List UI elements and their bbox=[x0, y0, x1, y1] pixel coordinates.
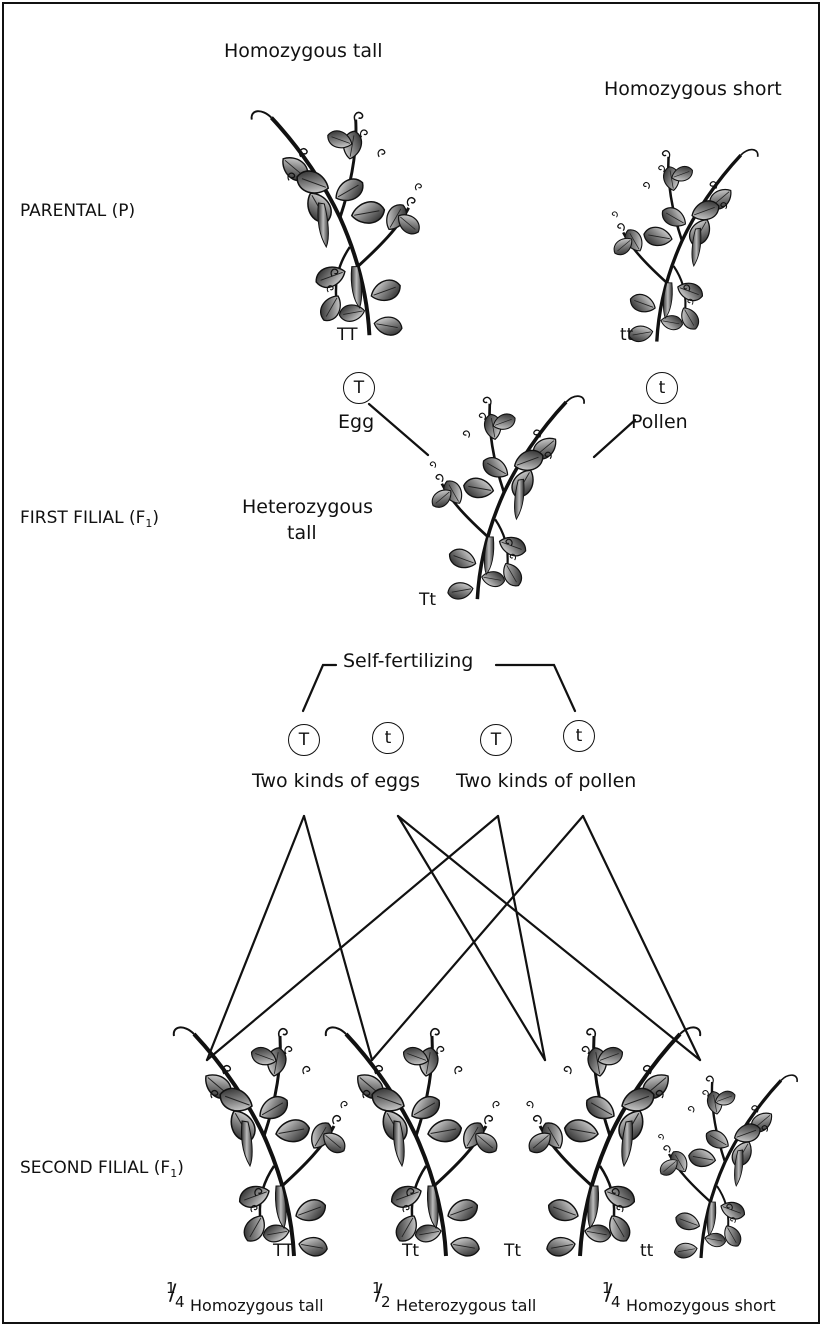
egg-T-to-TT bbox=[205, 814, 306, 1062]
short-parent-plant bbox=[592, 140, 772, 350]
parental-tall-label: Homozygous tall bbox=[224, 40, 383, 62]
f2-result-2-fraction: 1/2 bbox=[372, 1279, 391, 1311]
f1-pollen-allele-circle: t bbox=[646, 372, 678, 404]
pollen-t-to-Tt1 bbox=[370, 814, 585, 1062]
f1-label-line1: Heterozygous bbox=[242, 496, 373, 518]
f2-result-1-label: Homozygous tall bbox=[190, 1296, 324, 1315]
self-bracket-left bbox=[301, 663, 338, 713]
f2-result-3-den: 4 bbox=[611, 1293, 621, 1311]
f2-result-3-fraction: 1/4 bbox=[602, 1279, 621, 1311]
pollen-T-to-Tt2 bbox=[496, 814, 547, 1062]
f1-egg-allele: T bbox=[353, 378, 365, 398]
parental-generation-label: PARENTAL (P) bbox=[20, 201, 136, 221]
self-bracket-right bbox=[494, 663, 577, 713]
f2-genotype-1: TT bbox=[273, 1241, 294, 1261]
egg-allele-2: t bbox=[384, 728, 392, 748]
f2-result-1-num: 1 bbox=[166, 1279, 176, 1297]
tall-parent-genotype: TT bbox=[337, 325, 358, 345]
pollen-allele-circle-2: t bbox=[563, 720, 595, 752]
f1-egg-label: Egg bbox=[338, 411, 375, 433]
pollen-allele-1: T bbox=[490, 730, 502, 750]
f1-egg-allele-circle: T bbox=[343, 372, 375, 404]
f2-result-1-fraction: 1/4 bbox=[166, 1279, 185, 1311]
f2-genotype-3: Tt bbox=[504, 1241, 522, 1261]
f1-label-line2: tall bbox=[287, 522, 317, 544]
egg-t-to-Tt2 bbox=[396, 814, 547, 1062]
f1-pollen-allele: t bbox=[658, 378, 666, 398]
pollen-t-to-tt bbox=[581, 814, 702, 1062]
pollen-allele-2: t bbox=[575, 726, 583, 746]
f2-genotype-4: tt bbox=[640, 1241, 654, 1261]
egg-allele-circle-1: T bbox=[288, 724, 320, 756]
f1-plant bbox=[414, 386, 594, 608]
f2-result-3-num: 1 bbox=[602, 1279, 612, 1297]
f1-genotype: Tt bbox=[419, 590, 437, 610]
f1-pollen-label: Pollen bbox=[631, 411, 688, 433]
two-kinds-of-pollen-label: Two kinds of pollen bbox=[456, 770, 637, 792]
first-filial-suffix: ) bbox=[152, 508, 160, 528]
egg-allele-circle-2: t bbox=[372, 722, 404, 754]
egg-connector-line bbox=[367, 402, 430, 457]
f2-plant-tt bbox=[640, 1066, 810, 1266]
pollen-connector-line bbox=[592, 418, 637, 459]
egg-T-to-Tt1 bbox=[302, 814, 374, 1062]
second-filial-suffix: ) bbox=[177, 1158, 184, 1178]
two-kinds-of-eggs-label: Two kinds of eggs bbox=[252, 770, 421, 792]
f2-result-2-den: 2 bbox=[381, 1293, 391, 1311]
pollen-allele-circle-1: T bbox=[480, 724, 512, 756]
pollen-T-to-TT bbox=[205, 814, 500, 1062]
second-filial-label: SECOND FILIAL (F1) bbox=[20, 1158, 184, 1180]
second-filial-sub: 1 bbox=[170, 1167, 178, 1180]
f2-result-3-label: Homozygous short bbox=[626, 1296, 776, 1315]
f2-result-2-num: 1 bbox=[372, 1279, 382, 1297]
egg-allele-1: T bbox=[298, 730, 310, 750]
first-filial-label: FIRST FILIAL (F1) bbox=[20, 508, 160, 530]
f2-result-2-label: Heterozygous tall bbox=[396, 1296, 537, 1315]
tall-parent-plant bbox=[232, 100, 432, 350]
second-filial-prefix: SECOND FILIAL (F bbox=[20, 1158, 171, 1178]
first-filial-prefix: FIRST FILIAL (F bbox=[20, 508, 146, 528]
self-fertilizing-label: Self-fertilizing bbox=[343, 650, 474, 672]
first-filial-sub: 1 bbox=[145, 517, 153, 530]
f2-genotype-2: Tt bbox=[402, 1241, 420, 1261]
short-parent-genotype: tt bbox=[620, 325, 634, 345]
f2-result-1-den: 4 bbox=[175, 1293, 185, 1311]
parental-short-label: Homozygous short bbox=[604, 78, 782, 100]
f2-plant-Tt-1 bbox=[316, 1016, 516, 1266]
